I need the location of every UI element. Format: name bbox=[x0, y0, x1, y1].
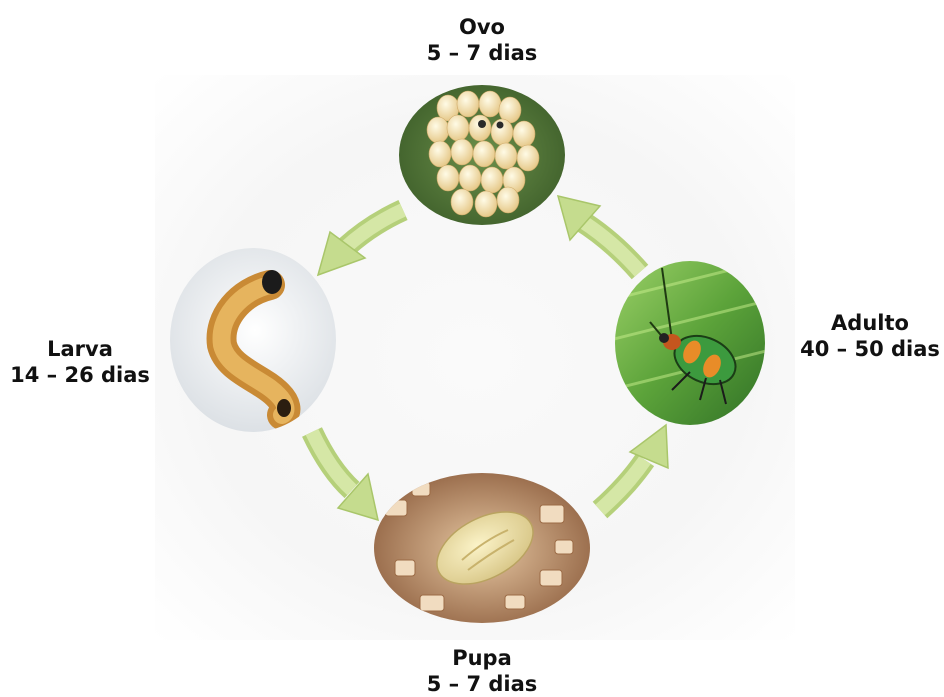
stage-duration: 40 – 50 dias bbox=[795, 336, 944, 362]
pupa-image bbox=[370, 470, 595, 630]
stage-label-larva: Larva 14 – 26 dias bbox=[0, 336, 160, 388]
stage-name: Adulto bbox=[795, 310, 944, 336]
stage-duration: 5 – 7 dias bbox=[412, 40, 552, 66]
stage-duration: 5 – 7 dias bbox=[412, 671, 552, 697]
arrow-adulto-to-ovo bbox=[558, 196, 640, 272]
stage-name: Pupa bbox=[412, 645, 552, 671]
stage-name: Larva bbox=[0, 336, 160, 362]
egg-cluster-image bbox=[395, 80, 570, 230]
stage-duration: 14 – 26 dias bbox=[0, 362, 160, 388]
arrow-pupa-to-adulto bbox=[600, 425, 668, 510]
arrow-larva-to-pupa bbox=[312, 432, 378, 520]
stage-label-pupa: Pupa 5 – 7 dias bbox=[412, 645, 552, 697]
stage-name: Ovo bbox=[412, 14, 552, 40]
arrow-ovo-to-larva bbox=[318, 210, 403, 275]
stage-label-adulto: Adulto 40 – 50 dias bbox=[795, 310, 944, 362]
stage-label-ovo: Ovo 5 – 7 dias bbox=[412, 14, 552, 66]
adult-beetle-image bbox=[610, 255, 770, 430]
